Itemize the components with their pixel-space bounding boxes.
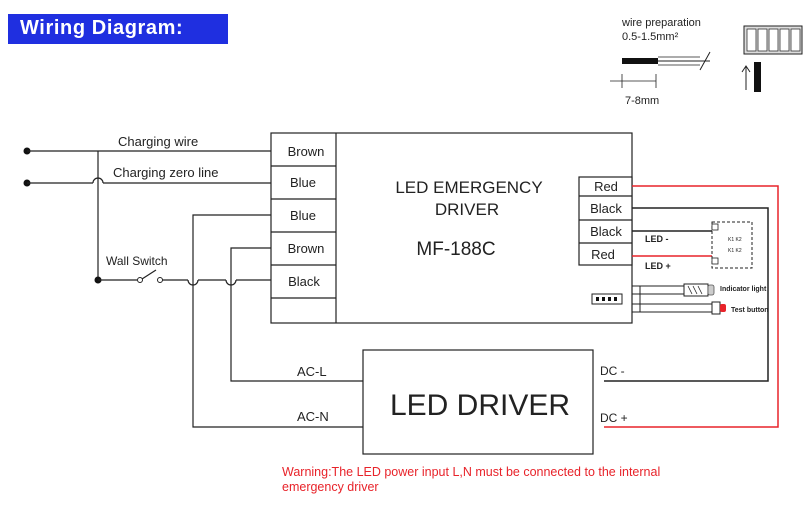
terminal-block-icon [741, 25, 803, 92]
wall-switch-label: Wall Switch [106, 254, 168, 268]
terminal-red-2: Red [591, 247, 615, 262]
led-minus-label: LED - [645, 234, 669, 244]
led-module-icon: K1 K2 K1 K2 [711, 221, 753, 269]
terminal-brown-2: Brown [288, 241, 325, 256]
charging-wire-line [23, 147, 275, 155]
right-terminal-strip [578, 176, 633, 266]
ac-l-label: AC-L [297, 364, 327, 379]
indicator-assembly [632, 283, 726, 315]
dc-plus-red-wire [604, 185, 779, 428]
title-banner: Wiring Diagram: [8, 14, 228, 44]
left-terminal-strip [271, 165, 336, 299]
diagram-title: Wiring Diagram: [20, 17, 184, 39]
terminal-blue-1: Blue [290, 175, 316, 190]
led-plus-label: LED + [645, 261, 671, 271]
terminal-black-2: Black [590, 224, 622, 239]
led-driver-box [362, 349, 594, 455]
charging-zero-line-label: Charging zero line [113, 165, 219, 180]
indicator-light-label: Indicator light [720, 286, 767, 293]
wall-switch-icon [98, 269, 275, 286]
warning-note: Warning:The LED power input L,N must be … [282, 465, 661, 494]
svg-text:K1 K2: K1 K2 [728, 237, 742, 243]
charging-wire-label: Charging wire [118, 134, 198, 149]
connector-port-icon [591, 293, 623, 305]
strip-length-label: 7-8mm [625, 95, 659, 107]
emergency-driver-title-1: LED EMERGENCY [395, 178, 542, 197]
ac-n-label: AC-N [297, 409, 329, 424]
wire-prep-range: 0.5-1.5mm² [622, 31, 679, 43]
terminal-blue-2: Blue [290, 208, 316, 223]
led-driver-title: LED DRIVER [390, 389, 570, 422]
terminal-black: Black [288, 274, 320, 289]
emergency-driver-model: MF-188C [416, 239, 495, 260]
dc-minus-label: DC - [600, 364, 625, 378]
emergency-driver-box [270, 132, 633, 324]
ac-l-wire [230, 247, 363, 382]
dc-plus-label: DC + [600, 411, 628, 425]
dc-minus-black-wire [604, 207, 769, 382]
test-button-label: Test button [731, 307, 769, 314]
terminal-red-1: Red [594, 179, 618, 194]
wire-prep-label: wire preparation [621, 17, 701, 29]
terminal-brown-1: Brown [288, 144, 325, 159]
svg-text:K1 K2: K1 K2 [728, 248, 742, 254]
emergency-driver-title-2: DRIVER [435, 200, 499, 219]
terminal-black-1: Black [590, 201, 622, 216]
stripped-wire-icon [610, 51, 711, 88]
ac-n-wire [192, 214, 363, 428]
